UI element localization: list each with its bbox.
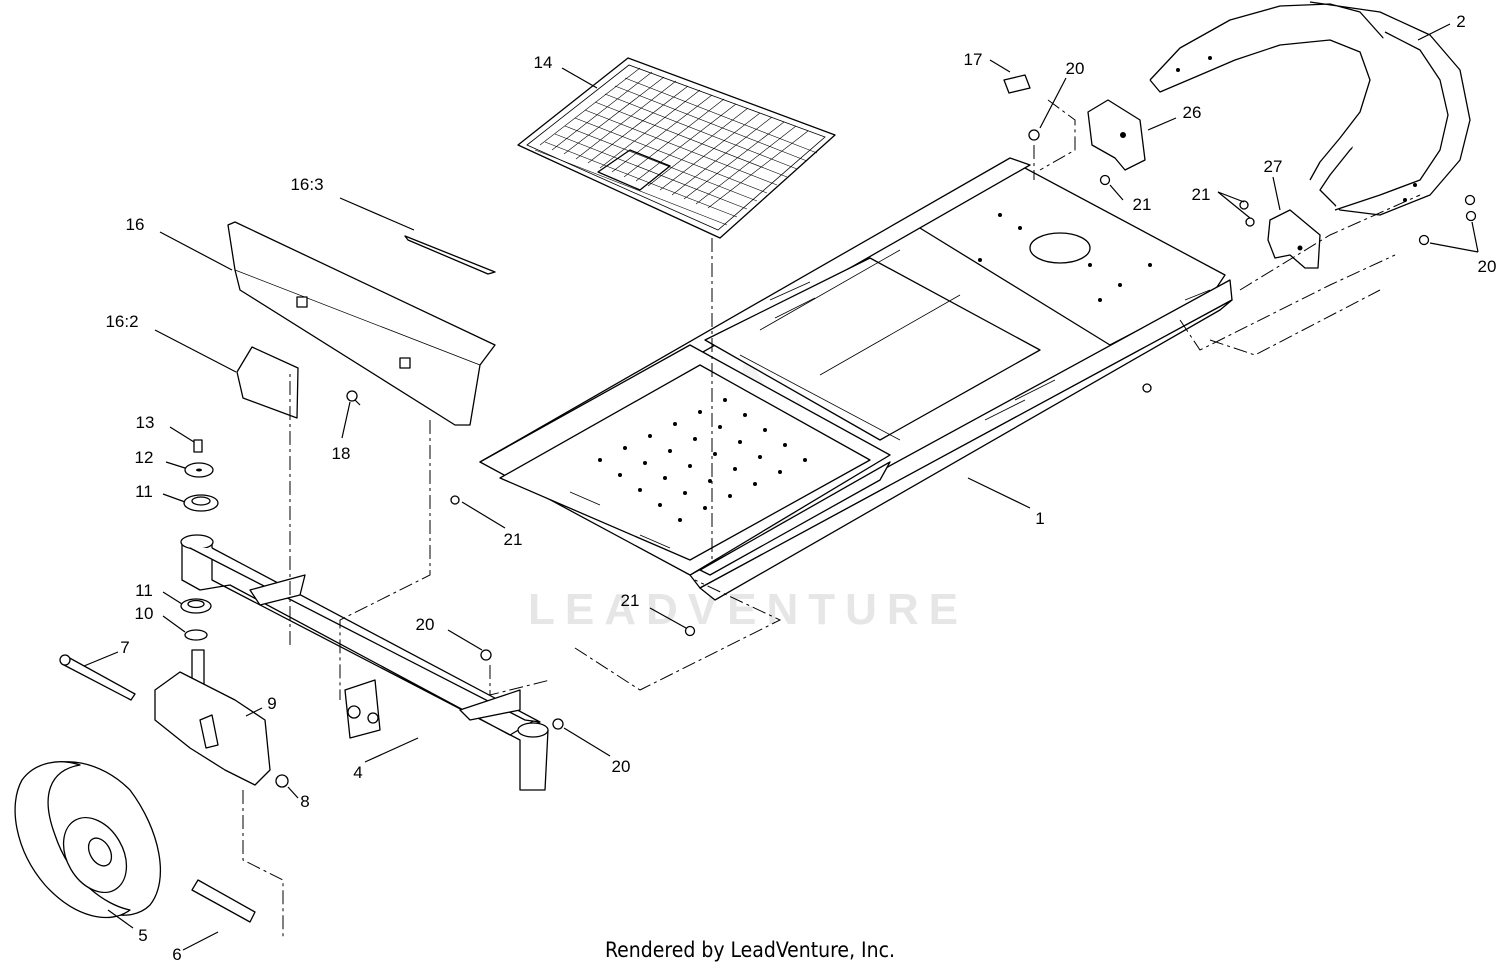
- decal-16-3: [404, 235, 496, 275]
- callout-10: 10: [135, 604, 154, 623]
- leader-lines: [83, 23, 1479, 951]
- callout-17: 17: [964, 50, 983, 69]
- callout-4: 4: [353, 763, 362, 782]
- axle-bolt: [59, 654, 136, 701]
- assembly-lines: [242, 99, 1421, 940]
- bracket-27: [1267, 209, 1321, 269]
- caster-wheel: [14, 761, 162, 919]
- decal-17: [1003, 74, 1031, 94]
- callout-16-2: 16:2: [105, 312, 138, 331]
- decal-16-2: [236, 346, 299, 419]
- front-axle: [180, 534, 549, 791]
- screw-18: [346, 390, 361, 406]
- callout-21-b: 21: [1192, 185, 1211, 204]
- bracket-26: [1087, 99, 1146, 171]
- spacer-tube-6: [191, 879, 256, 923]
- callout-11-a: 11: [135, 482, 153, 501]
- pivot-hardware-lower: [180, 598, 212, 641]
- callout-21-d: 21: [621, 591, 640, 610]
- callout-21-c: 21: [504, 530, 523, 549]
- callout-5: 5: [138, 926, 147, 945]
- callout-18: 18: [332, 444, 351, 463]
- callout-20-a: 20: [1066, 59, 1085, 78]
- callout-8: 8: [300, 792, 309, 811]
- callout-7: 7: [120, 638, 129, 657]
- callout-12: 12: [135, 448, 154, 467]
- callout-26: 26: [1183, 103, 1202, 122]
- front-panel: [227, 221, 496, 426]
- fasteners: [450, 129, 1477, 730]
- watermark: LEADVENTURE: [528, 585, 968, 634]
- callouts: 14 17 20 2 26 21 27 21 20 16:3 16 16:2 1…: [105, 12, 1496, 964]
- roll-bar: [1149, 1, 1471, 216]
- callout-20-c: 20: [416, 615, 435, 634]
- nut-8: [275, 774, 289, 788]
- callout-6: 6: [172, 945, 181, 964]
- caster-fork: [154, 649, 271, 786]
- callout-13: 13: [136, 413, 155, 432]
- callout-1: 1: [1035, 509, 1044, 528]
- callout-16-3: 16:3: [290, 175, 323, 194]
- callout-20-b: 20: [1478, 257, 1497, 276]
- footer-credit: Rendered by LeadVenture, Inc.: [605, 938, 895, 962]
- callout-16: 16: [126, 215, 145, 234]
- callout-27: 27: [1264, 157, 1283, 176]
- callout-14: 14: [534, 53, 553, 72]
- callout-9: 9: [267, 694, 276, 713]
- pivot-hardware-upper: [183, 439, 219, 512]
- callout-11-b: 11: [135, 581, 153, 600]
- floor-mat: [517, 57, 836, 239]
- callout-20-d: 20: [612, 757, 631, 776]
- callout-21-a: 21: [1133, 195, 1152, 214]
- floor-holes: [598, 398, 807, 522]
- main-frame: [479, 157, 1233, 601]
- callout-2: 2: [1456, 12, 1465, 31]
